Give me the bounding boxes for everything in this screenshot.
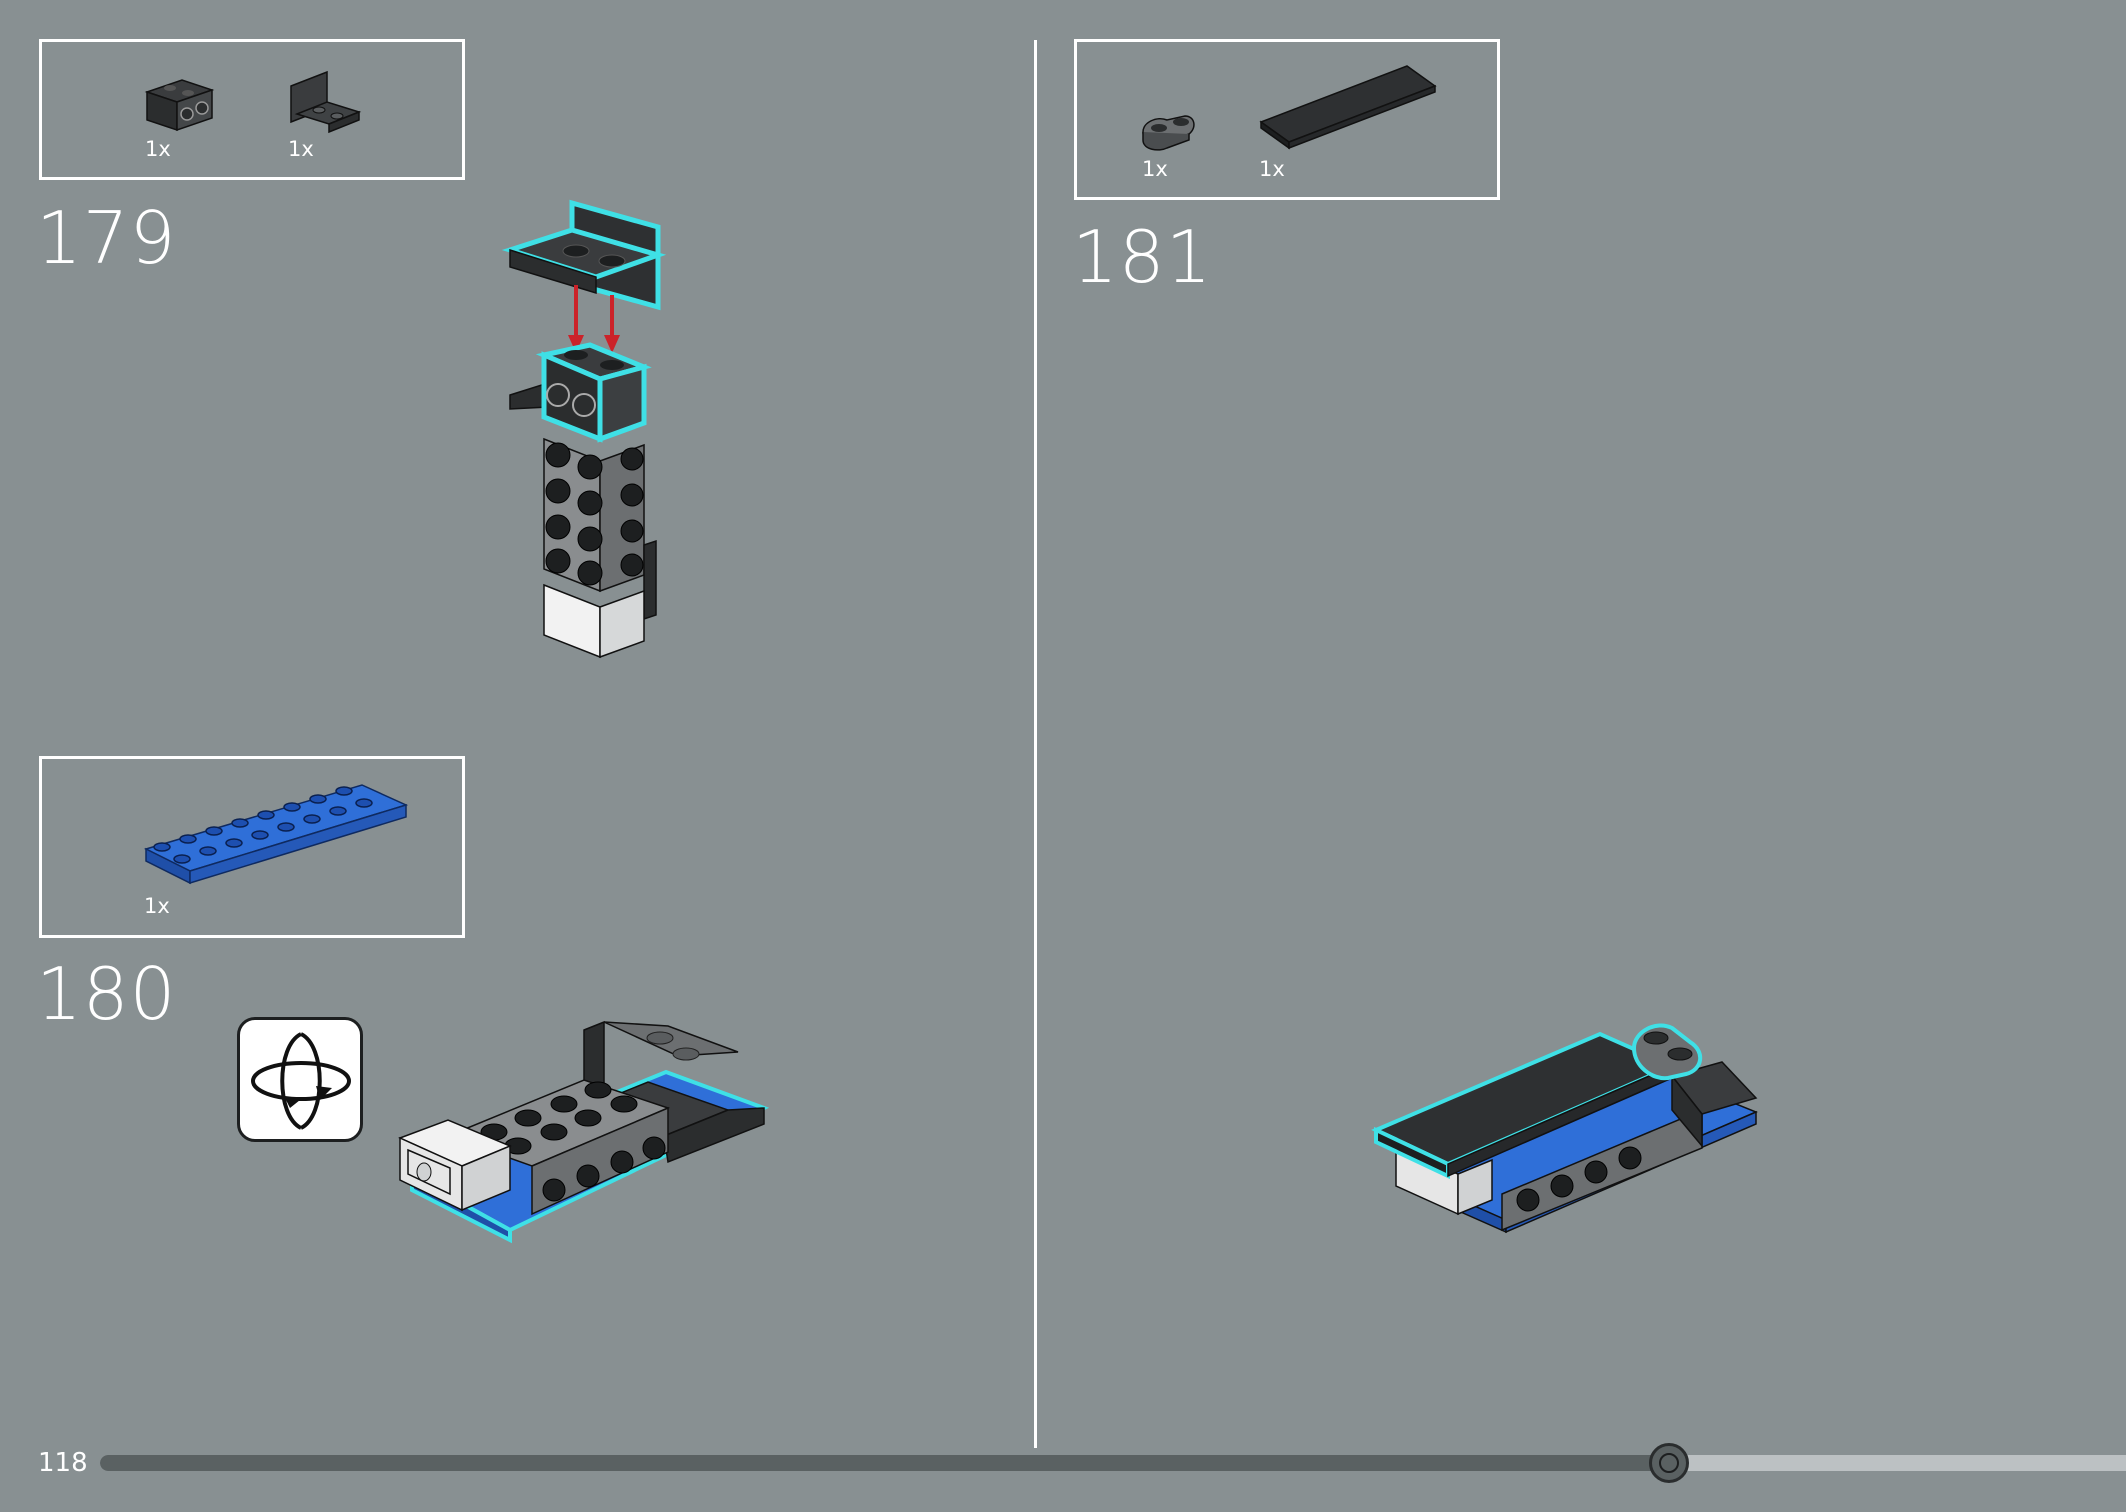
parts-box-step-181: 1x 1x [1074,39,1500,200]
step-181-model [1371,1023,1758,1234]
step-number-181: 181 [1072,215,1213,299]
parts-box-step-180: 1x [39,756,465,938]
progress-bar-fill [100,1455,1669,1471]
part-qty: 1x [144,894,170,918]
black-tile-icon [1259,65,1437,150]
step-number-180: 180 [36,952,177,1036]
progress-knob[interactable] [1649,1443,1689,1483]
blue-plate-icon [143,784,409,885]
part-qty: 1x [288,137,314,161]
step-180-model [398,1020,770,1244]
bracket-icon [290,70,362,134]
round-plate-icon [1142,115,1195,151]
step-number-179: 179 [36,196,177,280]
brick-side-studs-icon [144,79,215,132]
progress-bar [100,1455,2126,1471]
part-qty: 1x [1142,157,1168,181]
page-divider [1034,40,1037,1448]
rotate-model-icon [237,1017,363,1142]
part-qty: 1x [1259,157,1285,181]
page-number: 118 [38,1448,88,1478]
step-179-model [501,199,667,659]
part-qty: 1x [145,137,171,161]
parts-box-step-179: 1x 1x [39,39,465,180]
